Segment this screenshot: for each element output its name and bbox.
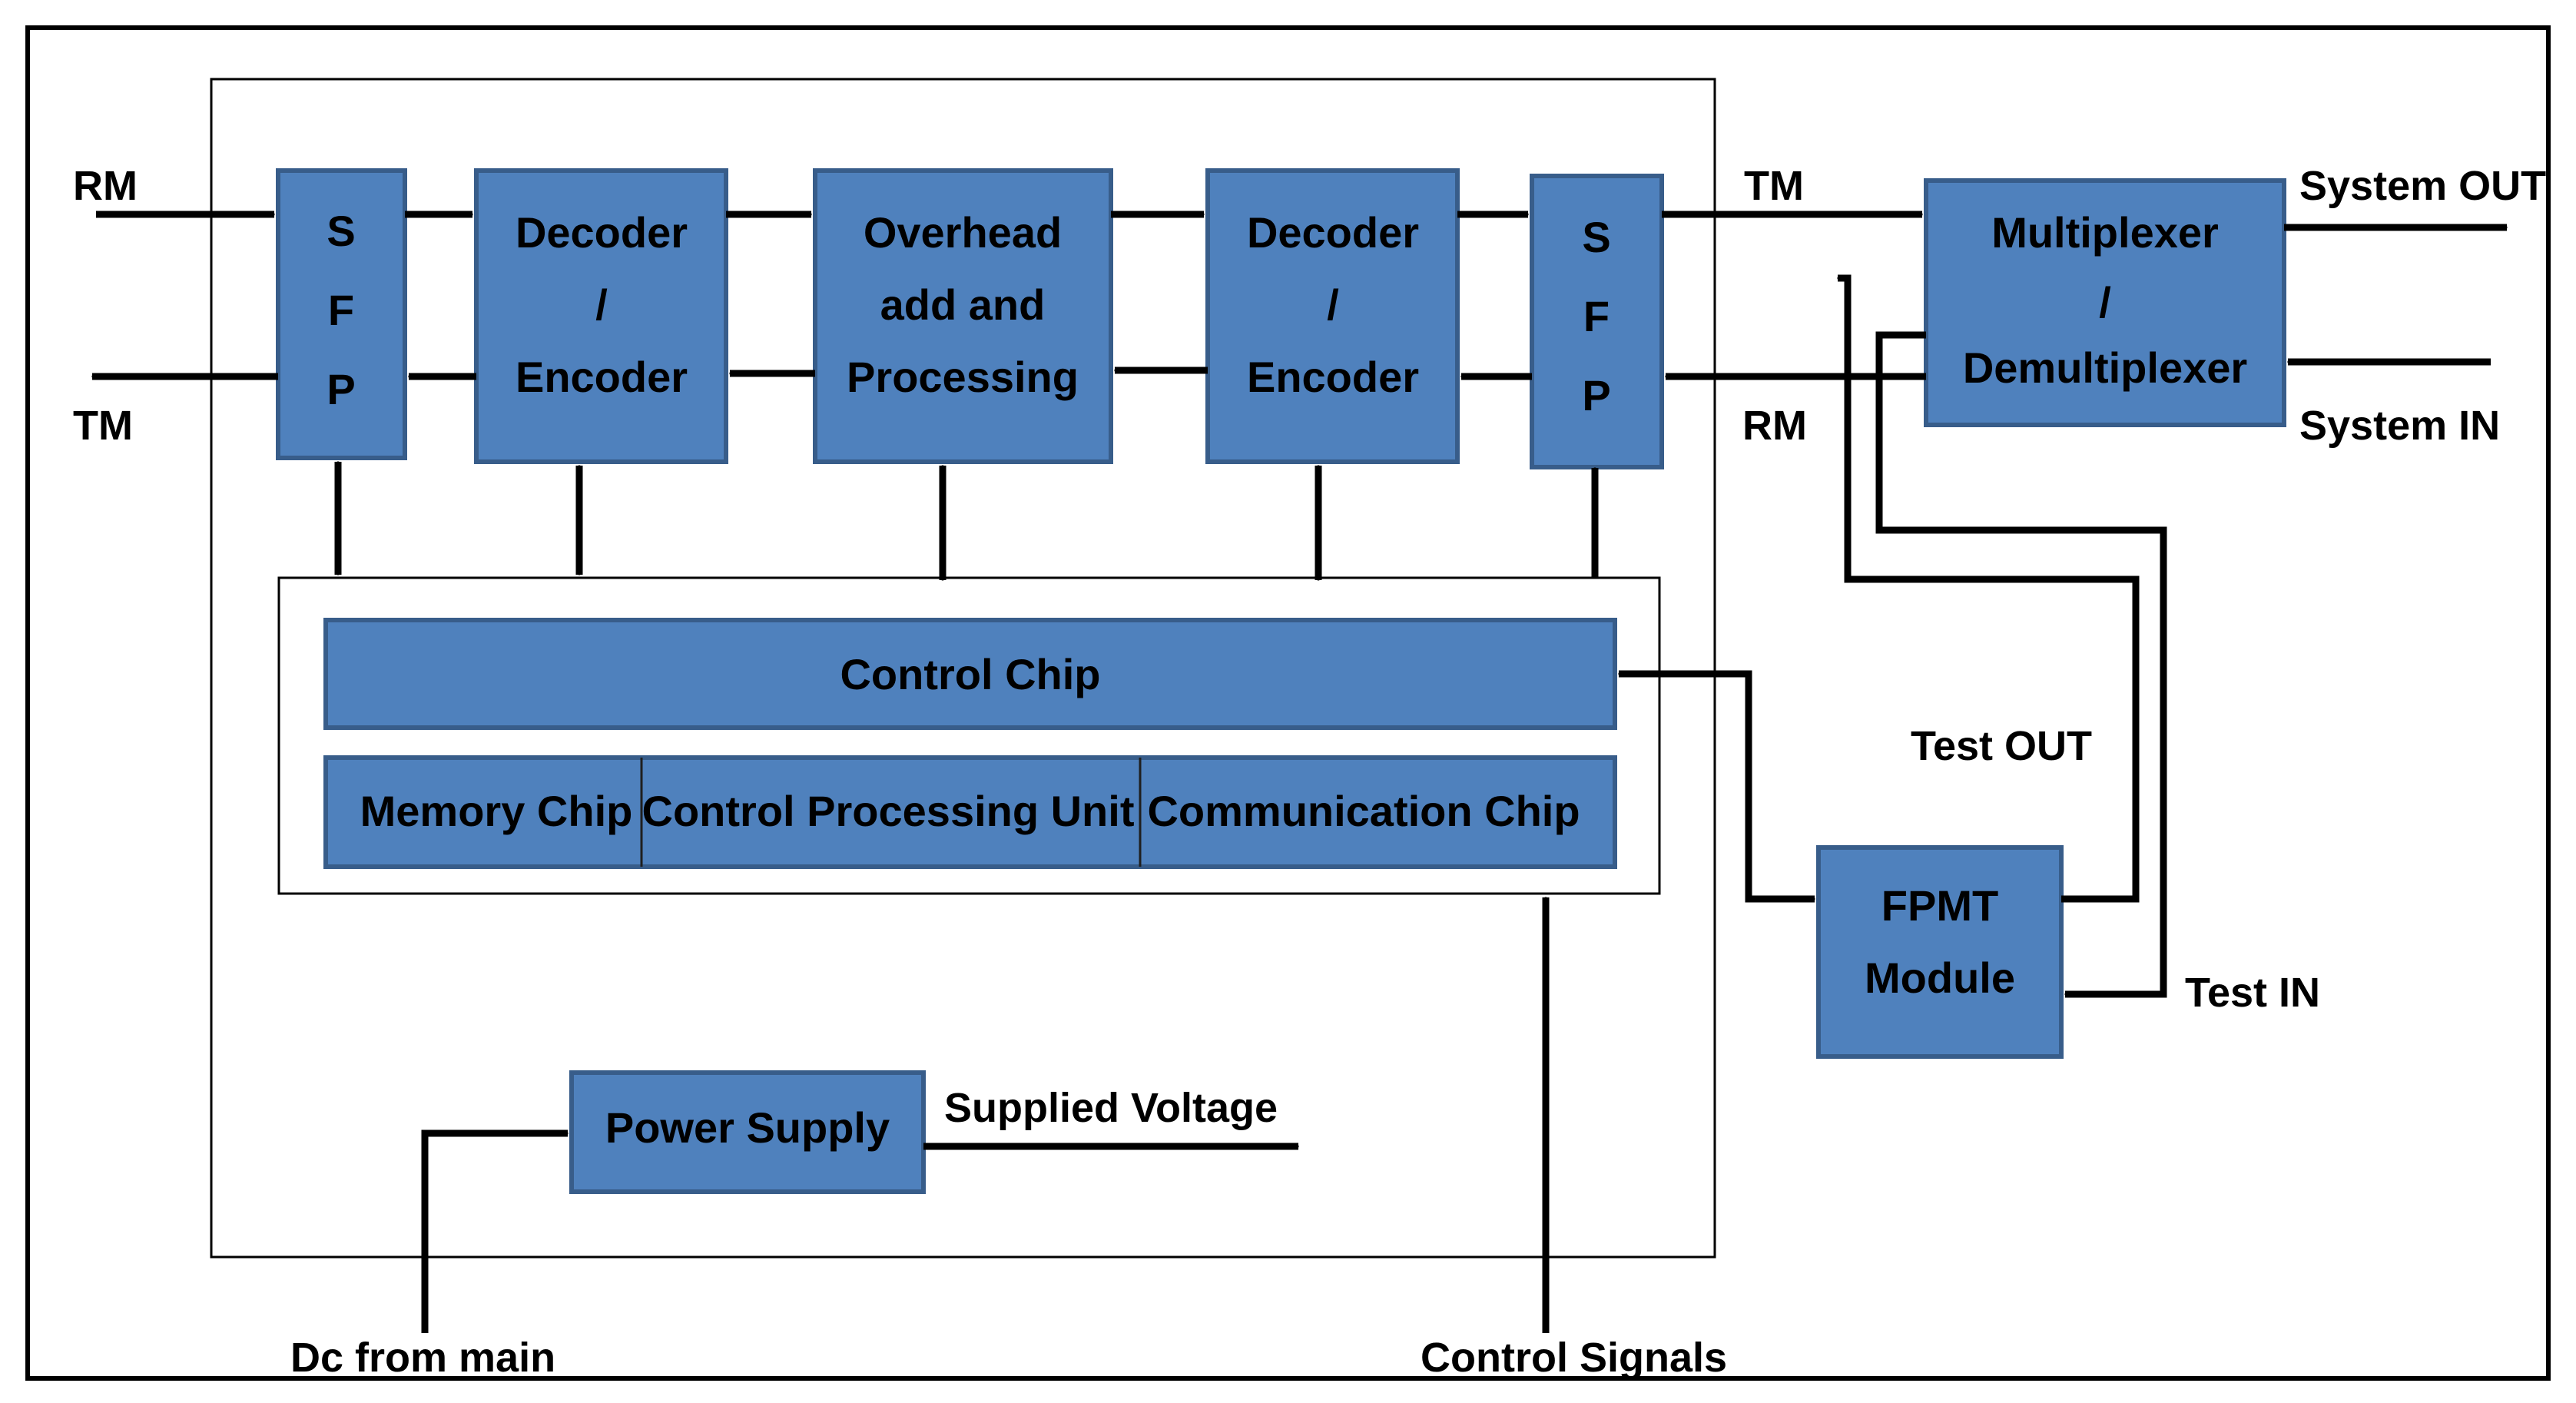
sfp-left-label-2: F: [328, 286, 354, 334]
fpmt-module-block: [1816, 845, 2064, 1059]
rm-right-label: RM: [1742, 403, 1807, 449]
module-label: Module: [1865, 954, 2015, 1002]
control-signals-label: Control Signals: [1421, 1335, 1727, 1381]
test-out-label: Test OUT: [1911, 723, 2092, 769]
dc-from-main-label: Dc from main: [290, 1335, 555, 1381]
decoder-encoder-left-label-3: Encoder: [516, 353, 688, 401]
decoder-encoder-right-label-2: /: [1327, 280, 1339, 329]
multiplexer-demultiplexer-block: [1924, 178, 2286, 427]
tm-left-label: TM: [73, 403, 133, 449]
sfp-left-block: [276, 168, 407, 460]
multiplexer-separator-label: /: [2099, 278, 2111, 327]
control-chip-to-fpmt-link: [1619, 670, 1815, 903]
test-in-label: Test IN: [2185, 970, 2320, 1016]
multiplexer-label: Multiplexer: [1991, 208, 2219, 257]
sfp-right-label-3: P: [1582, 371, 1610, 420]
overhead-processing-block: [813, 168, 1113, 464]
sfp-right-label-1: S: [1582, 213, 1610, 261]
rm-left-label: RM: [73, 163, 138, 209]
power-supply-label: Power Supply: [605, 1103, 890, 1152]
system-out-label: System OUT: [2299, 163, 2546, 209]
sfp-right-label-2: F: [1583, 292, 1610, 340]
decoder-encoder-right-block: [1205, 168, 1460, 464]
control-processing-unit-label: Control Processing Unit: [642, 787, 1135, 835]
decoder-encoder-left-label-2: /: [595, 280, 608, 329]
sfp-left-label-1: S: [327, 207, 355, 255]
test-out-wire: [1838, 274, 2140, 903]
transceiver-frame: [210, 78, 1716, 1259]
dc-input-wire: [421, 1129, 568, 1333]
decoder-encoder-right-label-1: Decoder: [1247, 208, 1419, 257]
control-chip-label: Control Chip: [840, 650, 1100, 698]
test-in-wire: [1875, 331, 2167, 998]
chip-row-block: [323, 755, 1617, 869]
demultiplexer-label: Demultiplexer: [1963, 343, 2247, 392]
supplied-voltage-label: Supplied Voltage: [944, 1085, 1278, 1131]
control-chip-block: [323, 618, 1617, 730]
signal-wires: [92, 211, 2507, 1333]
decoder-encoder-left-label-1: Decoder: [516, 208, 688, 257]
tm-right-label: TM: [1744, 163, 1804, 209]
sfp-right-block: [1530, 174, 1664, 469]
memory-chip-label: Memory Chip: [360, 787, 633, 835]
power-supply-block: [569, 1070, 926, 1194]
decoder-encoder-right-label-3: Encoder: [1247, 353, 1419, 401]
system-in-label: System IN: [2299, 403, 2500, 449]
fpmt-label: FPMT: [1881, 881, 1998, 930]
communication-chip-label: Communication Chip: [1147, 787, 1580, 835]
overhead-processing-label-1: Overhead: [864, 208, 1062, 257]
outer-frame: [25, 25, 2551, 1381]
overhead-processing-label-2: add and: [880, 280, 1046, 329]
decoder-encoder-left-block: [474, 168, 728, 464]
sfp-left-label-3: P: [327, 365, 355, 413]
overhead-processing-label-3: Processing: [847, 353, 1079, 401]
